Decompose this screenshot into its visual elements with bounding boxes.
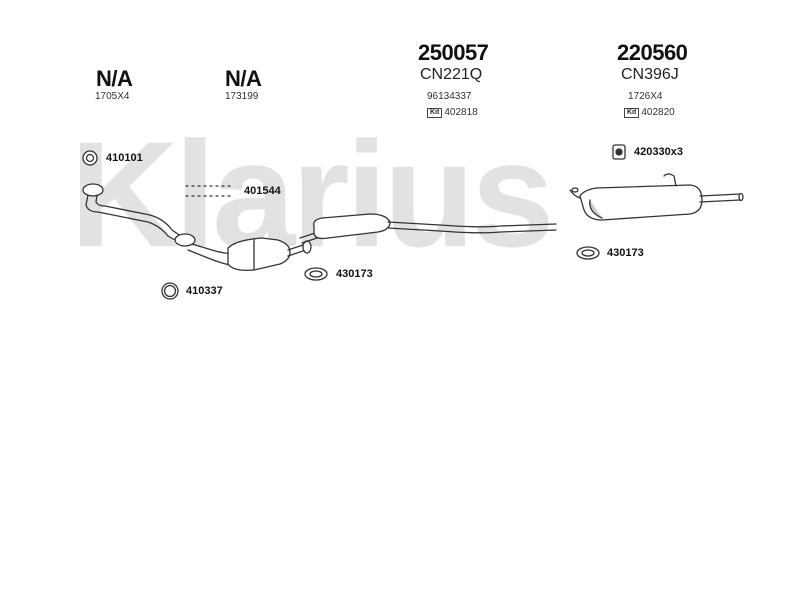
part-label-410101: 410101 [106,152,143,164]
part-label-401544: 401544 [244,185,281,197]
catalytic-converter [174,233,312,272]
column-3-code: CN221Q [420,66,483,83]
column-3-title: 250057 [418,40,489,65]
kit-icon: Kit [624,107,640,118]
part-label-420330: 420330x3 [634,146,683,158]
clamp-430173-mid-icon [304,267,328,281]
rear-muffler [569,173,744,221]
clamp-430173-rear-icon [576,246,600,260]
column-4-code: CN396J [621,66,679,83]
kit-icon: Kit [427,107,443,118]
front-pipe [82,183,183,243]
watermark-logo: Klarius [70,110,551,278]
part-label-410337: 410337 [186,285,223,297]
column-3-kit-number: 402818 [444,107,478,118]
mount-420330-icon [612,144,626,160]
column-3-ref: 96134337 [427,91,472,102]
column-2-title: N/A [225,66,262,91]
column-4-title: 220560 [617,40,688,65]
ring-gasket-410337-icon [161,282,179,300]
column-3-kit: Kit 402818 [427,107,478,118]
part-label-430173-rear: 430173 [607,247,644,259]
column-2-ref: 173199 [225,91,259,102]
column-1-ref: 1705X4 [95,91,130,102]
bolt-set-401544-icon [185,185,233,197]
column-4-ref: 1726X4 [628,91,663,102]
gasket-410101-icon [82,150,98,166]
column-4-kit-number: 402820 [641,107,675,118]
center-muffler [299,213,557,244]
column-1-title: N/A [96,66,133,91]
column-4-kit: Kit 402820 [624,107,675,118]
part-label-430173-mid: 430173 [336,268,373,280]
